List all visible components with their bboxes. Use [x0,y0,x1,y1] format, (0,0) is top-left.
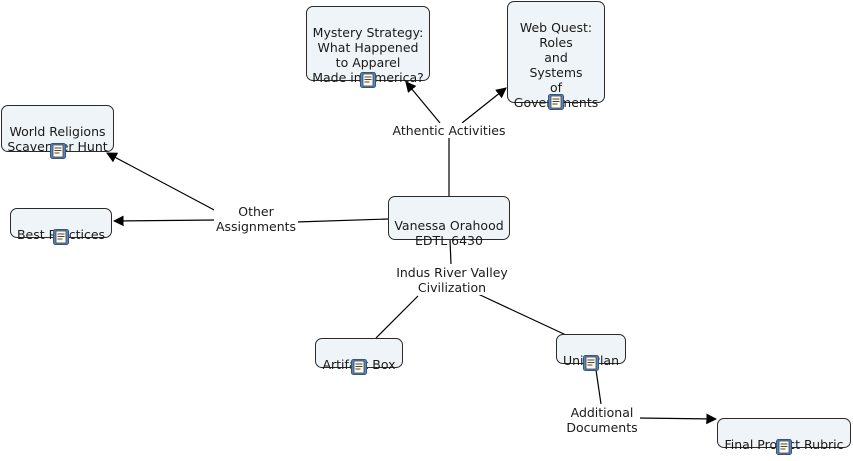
link-label-unit[interactable]: Indus River Valley Civilization [392,265,512,295]
line-to-artifact [375,295,419,339]
link-label-activities[interactable]: Athentic Activities [392,123,506,138]
line-to-unitplan [477,293,567,336]
document-icon[interactable] [548,94,564,110]
node-best-practices[interactable]: Best Practices [10,208,112,245]
node-final-project-rubric[interactable]: Final Project Rubric [717,418,851,455]
node-world-religions[interactable]: World Religions Scavenger Hunt [1,105,114,159]
arrow-to-religions [106,152,219,213]
node-unit-plan-label: Unit Plan [562,353,619,368]
arrow-to-webquest [461,87,507,124]
arrow-to-mystery [405,81,441,124]
node-artifact-box[interactable]: Artifact Box [315,338,403,375]
line-unitplan-documents [595,369,602,405]
line-center-assignments [295,218,389,223]
arrow-to-practices [112,215,217,227]
document-icon[interactable] [583,355,599,371]
center-concept-label: Vanessa Orahood EDTL 6430 [394,218,504,248]
node-web-quest[interactable]: Web Quest: Roles and Systems of Governme… [507,1,605,110]
document-icon[interactable] [53,229,69,245]
node-mystery-strategy[interactable]: Mystery Strategy: What Happened to Appar… [306,6,430,88]
arrow-to-rubric [636,413,718,425]
document-icon[interactable] [776,439,792,455]
link-label-documents[interactable]: Additional Documents [564,405,640,435]
line-center-unit [449,239,452,265]
center-concept[interactable]: Vanessa Orahood EDTL 6430 [388,196,510,248]
node-unit-plan[interactable]: Unit Plan [556,334,626,371]
document-icon[interactable] [351,359,367,375]
link-label-assignments[interactable]: Other Assignments [214,204,298,234]
document-icon[interactable] [49,143,66,159]
document-icon[interactable] [360,72,376,88]
node-mystery-strategy-label: Mystery Strategy: What Happened to Appar… [312,25,424,85]
